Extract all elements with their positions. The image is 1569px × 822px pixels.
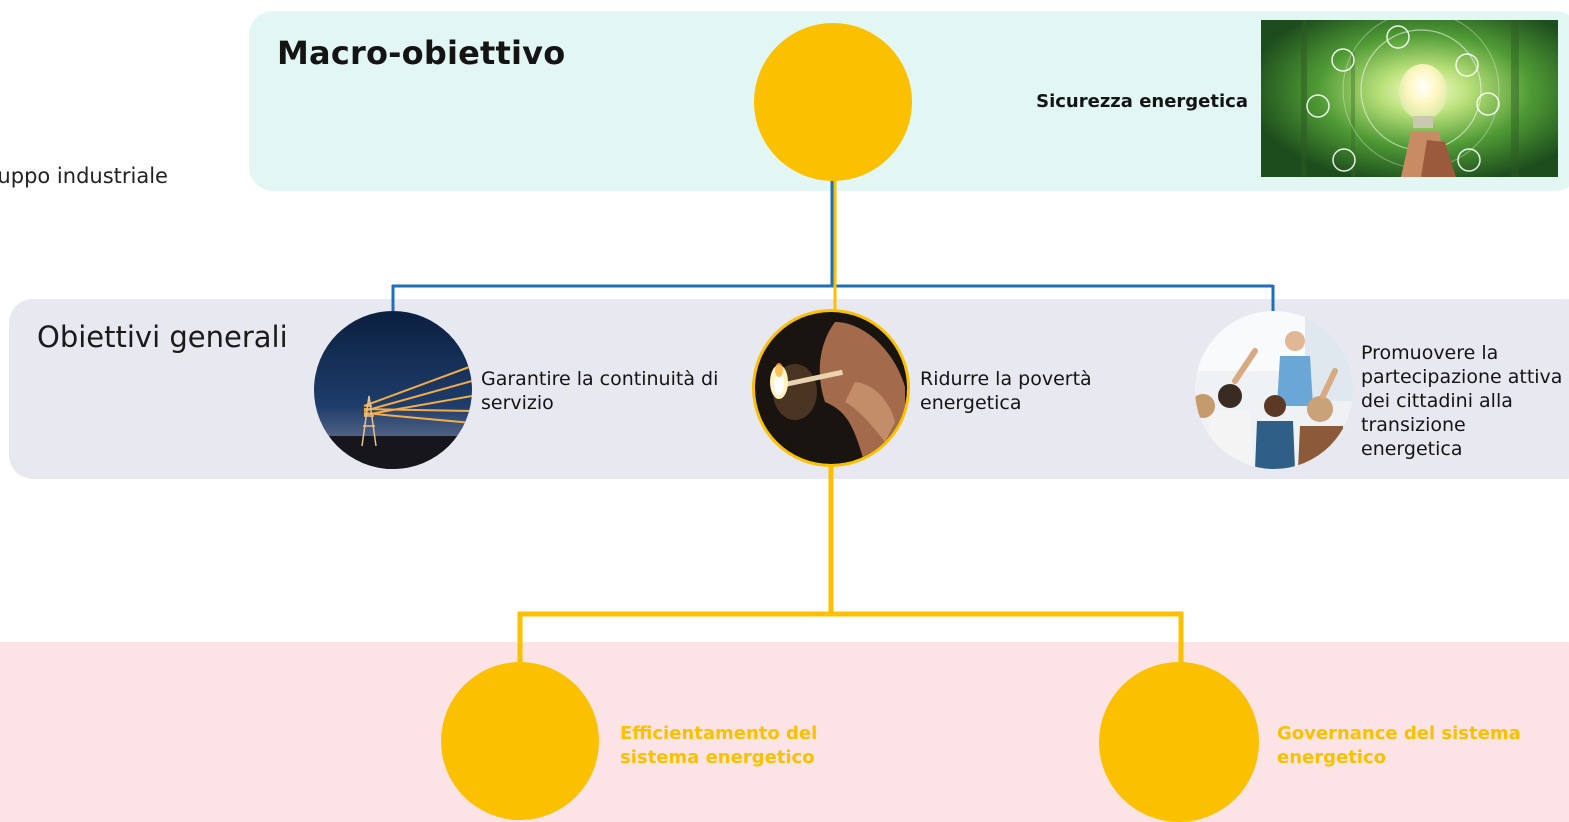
specific-objective-2-label: Governance del sistema energetico (1277, 723, 1521, 768)
specific-objective-1-label: Efficientamento del sistema energetico (620, 723, 818, 768)
general-objectives-title: Obiettivi generali (37, 320, 288, 354)
general-objective-3-label: Promuovere la partecipazione attiva dei … (1361, 342, 1563, 460)
energy-lightbulb-photo (1261, 20, 1558, 177)
specific-objective-2-node (1099, 662, 1259, 822)
macro-objective-label: Sicurezza energetica (1036, 91, 1248, 112)
power-lines-photo (314, 311, 472, 469)
specific-objective-1-node (441, 662, 599, 820)
macro-objective-node (754, 23, 912, 181)
lit-match-photo (752, 309, 910, 467)
truncated-side-label: Sviluppo industriale (0, 164, 168, 188)
specific-objectives-band (0, 642, 1569, 822)
general-objective-1-label: Garantire la continuità di servizio (481, 368, 719, 414)
classroom-photo (1195, 311, 1353, 469)
general-objective-2-label: Ridurre la povertà energetica (920, 368, 1092, 414)
macro-objective-title: Macro-obiettivo (277, 34, 566, 72)
